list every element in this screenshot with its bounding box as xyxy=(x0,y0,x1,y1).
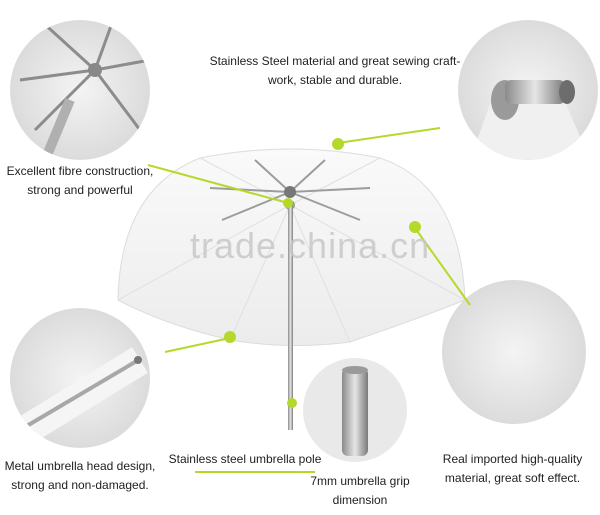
label-line: Stainless steel umbrella pole xyxy=(168,452,322,466)
label-line: strong and non-damaged. xyxy=(11,478,149,492)
umbrella-head-detail-circle xyxy=(10,308,150,448)
label-line: work, stable and durable. xyxy=(267,73,403,87)
label-line: Metal umbrella head design, xyxy=(4,459,156,473)
label-imported-material: Real imported high-quality material, gre… xyxy=(430,450,595,488)
label-stainless-material: Stainless Steel material and great sewin… xyxy=(200,52,470,90)
steel-tip-detail-circle xyxy=(458,20,598,160)
label-line: Stainless Steel material and great sewin… xyxy=(209,54,461,68)
umbrella-pole xyxy=(288,205,293,430)
grip-detail-circle xyxy=(303,358,407,462)
label-line: 7mm umbrella grip xyxy=(310,474,410,488)
fabric-detail-circle xyxy=(442,280,586,424)
label-line: strong and powerful xyxy=(27,183,133,197)
watermark: trade.china.cn xyxy=(190,225,431,266)
label-line: Excellent fibre construction, xyxy=(6,164,154,178)
label-umbrella-pole: Stainless steel umbrella pole xyxy=(160,450,330,469)
label-fibre-construction: Excellent fibre construction, strong and… xyxy=(0,162,160,200)
label-metal-head: Metal umbrella head design, strong and n… xyxy=(0,457,160,495)
label-line: Real imported high-quality xyxy=(442,452,583,466)
label-grip-dimension: 7mm umbrella grip dimension xyxy=(300,472,420,510)
label-line: dimension xyxy=(332,493,388,507)
callout-pointers xyxy=(147,127,471,473)
fibre-ribs-detail-circle xyxy=(10,20,150,160)
label-line: material, great soft effect. xyxy=(444,471,581,485)
